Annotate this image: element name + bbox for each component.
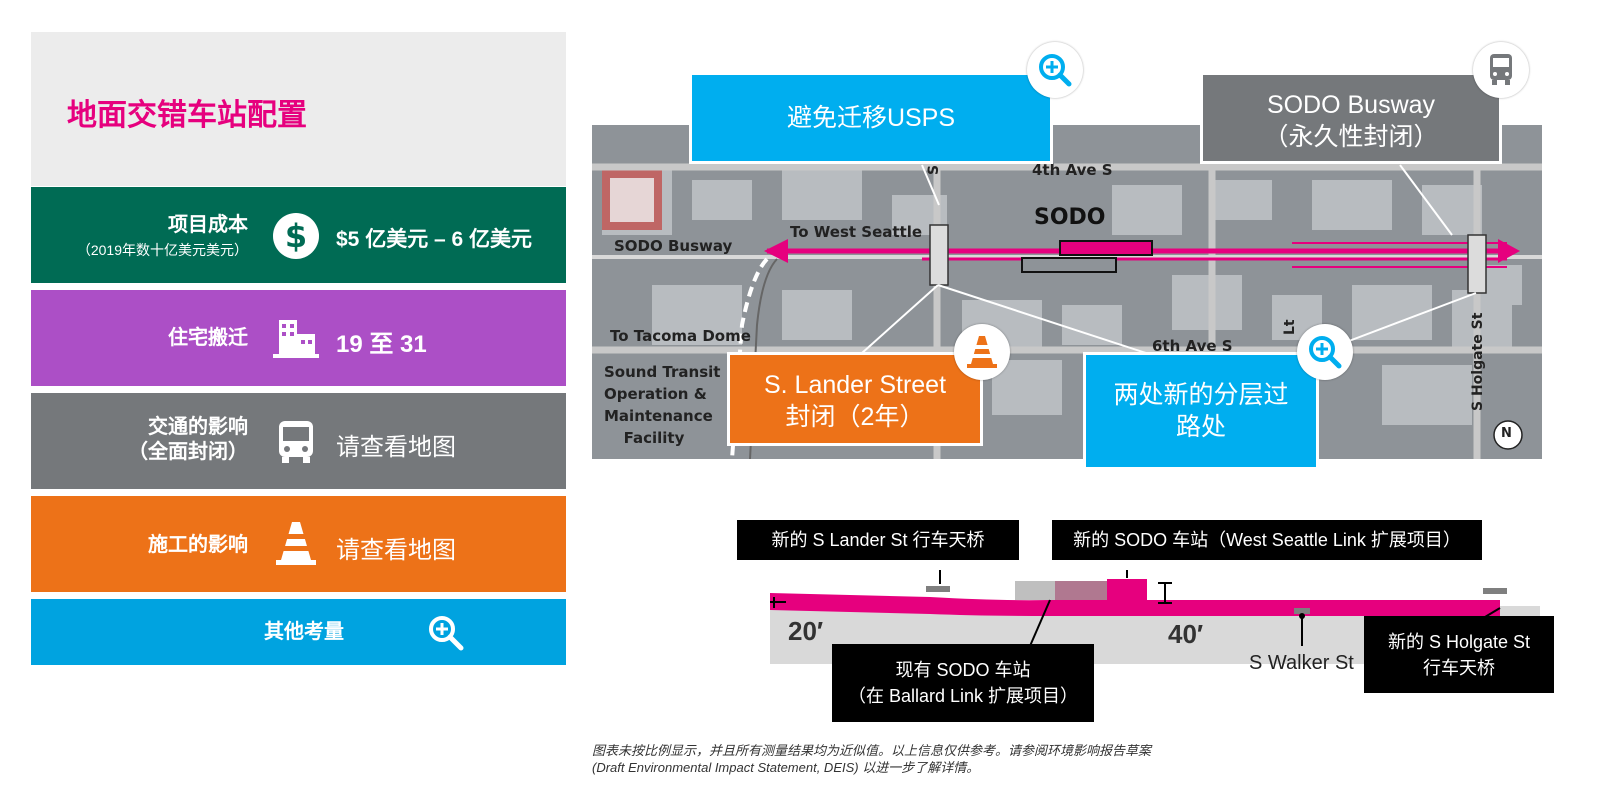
label-existing-line2: （在 Ballard Link 扩展项目） [847, 686, 1079, 706]
walker-st-label: S Walker St [1249, 652, 1354, 674]
cost-row: 项目成本 （2019年数十亿美元美元） $ $5 亿美元 – 6 亿美元 [31, 187, 566, 283]
callout-lander-line2: 封闭（2年） [785, 403, 925, 431]
magnifier-plus-icon [1039, 54, 1072, 87]
label-4th-ave: 4th Ave S [1032, 161, 1113, 179]
traffic-cone-icon [967, 336, 997, 368]
label-new-sodo-station: 新的 SODO 车站（West Seattle Link 扩展项目） [1052, 520, 1482, 560]
traffic-label-block: 交通的影响 （全面封闭） [128, 415, 248, 465]
label-omf-line1: Sound Transit [604, 363, 721, 381]
bus-icon [1490, 54, 1512, 85]
traffic-cone-icon [271, 518, 321, 568]
footnote: 图表未按比例显示，并且所有测量结果均为近似值。以上信息仅供参考。请参阅环境影响报… [592, 742, 1151, 776]
label-omf: Sound Transit Operation & Maintenance Fa… [604, 361, 721, 449]
traffic-label: 交通的影响 [148, 416, 248, 438]
height-40-label: 40′ [1168, 619, 1204, 649]
building-icon [271, 314, 321, 364]
label-6th-ave: 6th Ave S [1152, 337, 1233, 355]
title-box: 地面交错车站配置 [31, 32, 566, 186]
traffic-value: 请查看地图 [336, 434, 456, 461]
north-arrow-icon: N [1501, 426, 1512, 441]
construction-row: 施工的影响 请查看地图 [31, 496, 566, 592]
label-existing-sodo-station: 现有 SODO 车站 （在 Ballard Link 扩展项目） [832, 644, 1094, 722]
bus-icon [271, 417, 321, 467]
other-row[interactable]: 其他考量 [31, 599, 566, 665]
label-lander-bridge: 新的 S Lander St 行车天桥 [737, 520, 1019, 560]
traffic-row: 交通的影响 （全面封闭） 请查看地图 [31, 393, 566, 489]
cone-icon-badge [954, 324, 1010, 380]
label-to-west-seattle: To West Seattle [790, 223, 923, 241]
label-sodo-busway-map: SODO Busway [614, 237, 733, 255]
label-s-holgate-map: S Holgate St [1470, 312, 1486, 411]
callout-lander-line1: S. Lander Street [763, 371, 947, 399]
callout-overpass-line1: 两处新的分层过 [1113, 381, 1289, 409]
cost-label: 项目成本 [168, 214, 248, 236]
footnote-line2: (Draft Environmental Impact Statement, D… [592, 760, 980, 775]
callout-usps-text: 避免迁移USPS [786, 104, 956, 132]
label-sodo: SODO [1034, 205, 1106, 230]
dollar-icon: $ [271, 211, 321, 261]
callout-busway-line2: （永久性封闭） [1263, 123, 1439, 151]
construction-value: 请查看地图 [336, 537, 456, 564]
callout-overpass: 两处新的分层过 路处 [1083, 352, 1319, 470]
label-existing-line1: 现有 SODO 车站 [895, 660, 1031, 680]
label-holgate-bridge: 新的 S Holgate St 行车天桥 [1364, 616, 1554, 693]
label-holgate-line1: 新的 S Holgate St [1387, 632, 1531, 652]
residential-value: 19 至 31 [336, 331, 427, 358]
height-20-label: 20′ [788, 616, 824, 646]
traffic-sublabel: （全面封闭） [128, 441, 248, 463]
callout-busway: SODO Busway （永久性封闭） [1200, 72, 1502, 164]
zoom-overpass-button[interactable] [1297, 324, 1353, 380]
residential-row: 住宅搬迁 19 至 31 [31, 290, 566, 386]
cost-label-block: 项目成本 （2019年数十亿美元美元） [77, 213, 248, 263]
aerial-map: 4th Ave S 6th Ave S SODO To West Seattle… [592, 125, 1542, 459]
label-lt: Lt [1282, 319, 1298, 335]
label-to-tacoma-dome: To Tacoma Dome [610, 327, 751, 345]
cost-value: $5 亿美元 – 6 亿美元 [336, 228, 533, 251]
callout-overpass-line2: 路处 [1175, 413, 1226, 441]
construction-label: 施工的影响 [148, 534, 248, 556]
magnifier-plus-icon [1309, 336, 1342, 369]
label-holgate-line2: 行车天桥 [1423, 658, 1495, 678]
label-omf-line2: Operation & [604, 385, 707, 403]
residential-label: 住宅搬迁 [168, 327, 248, 349]
zoom-usps-button[interactable] [1027, 42, 1083, 98]
cost-sublabel: （2019年数十亿美元美元） [76, 242, 248, 258]
magnifier-plus-icon[interactable] [426, 613, 466, 653]
bus-icon-badge [1473, 42, 1529, 98]
footnote-line1: 图表未按比例显示，并且所有测量结果均为近似值。以上信息仅供参考。请参阅环境影响报… [592, 743, 1152, 758]
label-omf-line4: Facility [623, 429, 685, 447]
other-label: 其他考量 [264, 621, 344, 643]
callout-busway-line1: SODO Busway [1266, 91, 1436, 119]
label-omf-line3: Maintenance [604, 407, 713, 425]
svg-text:$: $ [285, 217, 307, 255]
callout-lander: S. Lander Street 封闭（2年） [727, 352, 983, 446]
page-title: 地面交错车站配置 [67, 99, 307, 132]
callout-usps: 避免迁移USPS [689, 72, 1053, 164]
